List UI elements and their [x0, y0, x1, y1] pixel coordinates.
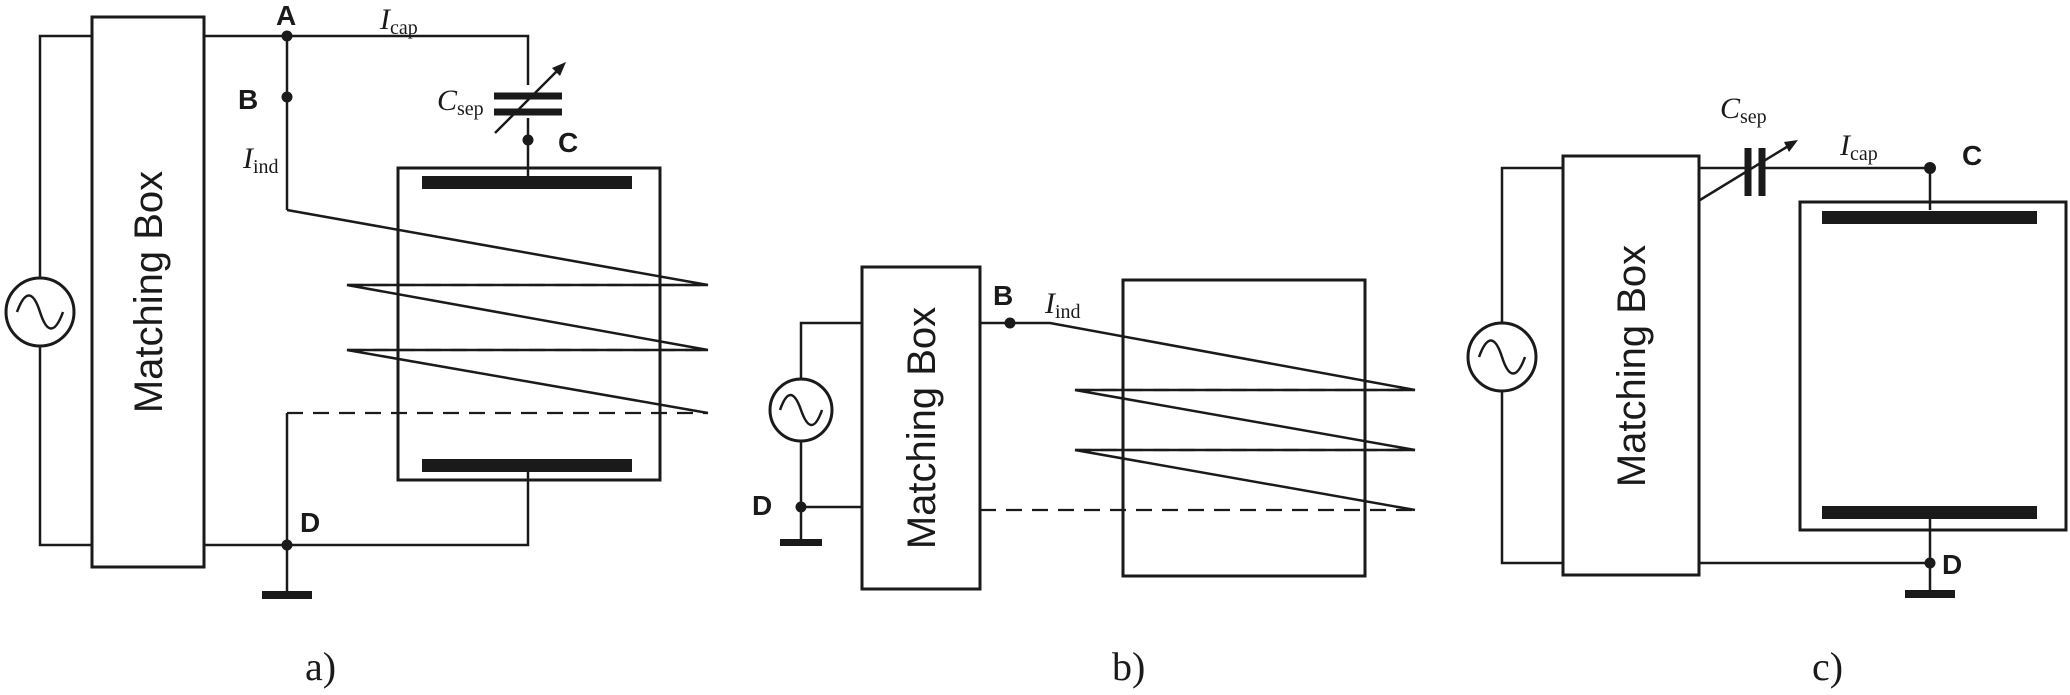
bottom-electrode-c — [1822, 506, 2037, 519]
matching-box-label-b: Matching Box — [900, 307, 944, 549]
ground-icon — [1905, 563, 1955, 598]
node-d-label-b: D — [752, 490, 772, 521]
inductive-coil-b — [980, 321, 1416, 512]
top-electrode-c — [1822, 211, 2037, 224]
variable-capacitor-icon — [1699, 140, 1798, 202]
panel-b: Matching Box D B Iind b) — [752, 265, 1416, 689]
i-ind-label-a: Iind — [242, 142, 279, 178]
node-a-label: A — [276, 0, 296, 31]
ac-source-icon — [4, 276, 76, 348]
ground-icon — [780, 507, 822, 546]
node-d-label-c: D — [1942, 549, 1962, 580]
ac-source-icon — [768, 377, 834, 443]
c-sep-label-a: Csep — [437, 84, 484, 120]
i-ind-label-b: Iind — [1044, 287, 1081, 323]
panel-c: Matching Box Csep Icap C D — [1466, 92, 2068, 689]
node-c-label-c: C — [1962, 140, 1982, 171]
node-b-label-b: B — [993, 280, 1013, 311]
node-c-label: C — [558, 127, 578, 158]
panel-caption-b: b) — [1112, 644, 1145, 689]
matching-box-label-c: Matching Box — [1610, 245, 1654, 487]
matching-box-b — [860, 265, 982, 591]
panel-caption-c: c) — [1812, 644, 1843, 689]
c-sep-label-c: Csep — [1720, 92, 1767, 128]
inductive-coil-a — [285, 208, 709, 545]
reactor-chamber-b — [1121, 278, 1367, 578]
panel-caption-a: a) — [305, 644, 336, 689]
i-cap-label-a: Icap — [379, 3, 418, 39]
matching-box-label-a: Matching Box — [127, 171, 171, 413]
bottom-electrode-a — [422, 459, 632, 472]
top-electrode-a — [422, 176, 632, 189]
ground-icon — [262, 545, 312, 599]
panel-a: Matching Box A B Icap Iind Csep — [4, 0, 709, 689]
variable-capacitor-icon — [494, 62, 566, 134]
matching-box-a — [90, 15, 206, 569]
reactor-chamber-a — [396, 166, 662, 482]
matching-box-c — [1561, 154, 1701, 577]
node-d-label: D — [300, 507, 320, 538]
i-cap-label-c: Icap — [1839, 129, 1878, 165]
reactor-chamber-c — [1798, 200, 2068, 532]
ac-source-icon — [1466, 321, 1538, 393]
node-b-label: B — [238, 84, 258, 115]
